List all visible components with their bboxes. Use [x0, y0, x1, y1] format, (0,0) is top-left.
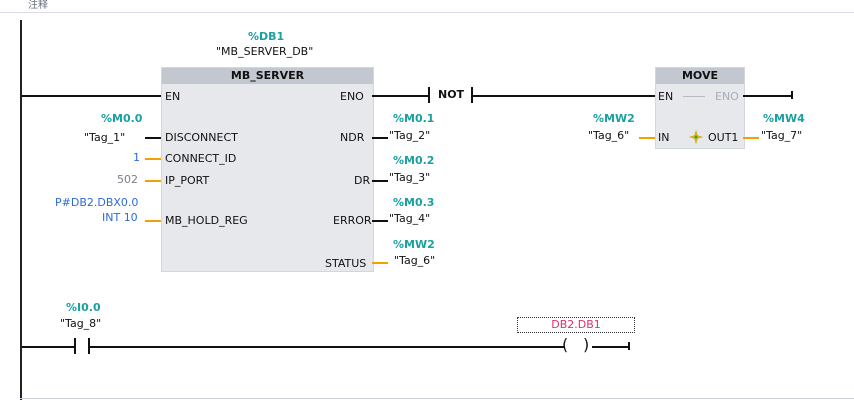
move-in-address[interactable]: %MW2: [593, 112, 635, 125]
move-in-tag[interactable]: "Tag_6": [588, 129, 630, 142]
move-pin-eno: ENO: [715, 90, 739, 103]
error-address[interactable]: %M0.3: [393, 196, 435, 209]
dr-stub: [372, 180, 388, 182]
move-pin-en: EN: [658, 90, 674, 103]
mb-server-block[interactable]: MB_SERVER: [161, 67, 374, 272]
hold-reg-type[interactable]: INT 10: [102, 211, 138, 224]
not-label[interactable]: NOT: [438, 88, 465, 101]
ndr-stub: [372, 137, 388, 139]
network-comment-label[interactable]: 注释: [28, 0, 48, 11]
ndr-tag[interactable]: "Tag_2": [389, 129, 431, 142]
move-title: MOVE: [656, 68, 744, 84]
mb-server-pin-dr: DR: [354, 174, 371, 187]
dr-address[interactable]: %M0.2: [393, 154, 435, 167]
move-block[interactable]: MOVE: [655, 67, 745, 149]
ndr-address[interactable]: %M0.1: [393, 112, 435, 125]
disconnect-stub: [145, 137, 161, 139]
rung1-end: [791, 91, 793, 99]
mb-hold-reg-stub: [145, 220, 161, 222]
move-eno-wire: [743, 95, 793, 97]
no-contact-left: [74, 338, 76, 354]
mb-server-pin-eno: ENO: [340, 90, 364, 103]
move-en-eno-link: [683, 96, 705, 97]
move-out-address[interactable]: %MW4: [763, 112, 805, 125]
db-name[interactable]: "MB_SERVER_DB": [216, 45, 314, 58]
mb-server-pin-ip-port: IP_PORT: [165, 174, 210, 187]
ip-port-value[interactable]: 502: [117, 173, 138, 186]
move-out-tag[interactable]: "Tag_7": [761, 129, 803, 142]
hold-reg-pointer[interactable]: P#DB2.DBX0.0: [55, 196, 139, 209]
rung2-wire-mid: [90, 346, 564, 348]
mb-server-pin-mb-hold-reg: MB_HOLD_REG: [165, 214, 248, 227]
mb-server-pin-connect-id: CONNECT_ID: [165, 152, 237, 165]
connect-id-value[interactable]: 1: [133, 151, 140, 164]
no-contact-right: [88, 338, 90, 354]
coil-left-paren: (: [562, 335, 569, 354]
connect-id-stub: [145, 158, 161, 160]
ip-port-stub: [145, 180, 161, 182]
not-to-move-wire: [473, 95, 655, 97]
sparkle-icon: [688, 129, 704, 145]
dr-tag[interactable]: "Tag_3": [389, 171, 431, 184]
disconnect-tag[interactable]: "Tag_1": [84, 131, 126, 144]
error-tag[interactable]: "Tag_4": [389, 212, 431, 225]
mb-server-pin-ndr: NDR: [340, 131, 365, 144]
status-tag[interactable]: "Tag_6": [394, 254, 436, 267]
mb-server-pin-disconnect: DISCONNECT: [165, 131, 238, 144]
mb-server-pin-error: ERROR: [333, 214, 372, 227]
rung2-wire-right: [592, 346, 630, 348]
coil-right-paren: ): [583, 335, 590, 354]
contact-address[interactable]: %I0.0: [66, 301, 101, 314]
rung2-end: [628, 342, 630, 350]
editor-top-strip: [0, 0, 854, 13]
db-address[interactable]: %DB1: [248, 30, 285, 43]
mb-server-pin-en: EN: [165, 90, 181, 103]
not-contact-right: [471, 87, 473, 103]
move-out1-stub: [743, 137, 759, 139]
move-in-stub: [639, 137, 655, 139]
error-stub: [372, 220, 388, 222]
rung1-wire-left: [22, 95, 162, 97]
contact-tag[interactable]: "Tag_8": [60, 317, 102, 330]
status-address[interactable]: %MW2: [393, 238, 435, 251]
disconnect-address[interactable]: %M0.0: [101, 112, 143, 125]
move-pin-in: IN: [658, 131, 670, 144]
move-pin-out1: OUT1: [708, 131, 739, 144]
eno-wire: [372, 95, 428, 97]
coil-operand[interactable]: DB2.DB1: [517, 317, 635, 333]
not-contact-left: [428, 87, 430, 103]
status-stub: [372, 262, 388, 264]
editor-bottom-border: [20, 398, 854, 399]
mb-server-title: MB_SERVER: [162, 68, 373, 84]
rung2-wire-left: [22, 346, 74, 348]
left-power-rail: [20, 20, 22, 400]
mb-server-pin-status: STATUS: [325, 257, 367, 270]
